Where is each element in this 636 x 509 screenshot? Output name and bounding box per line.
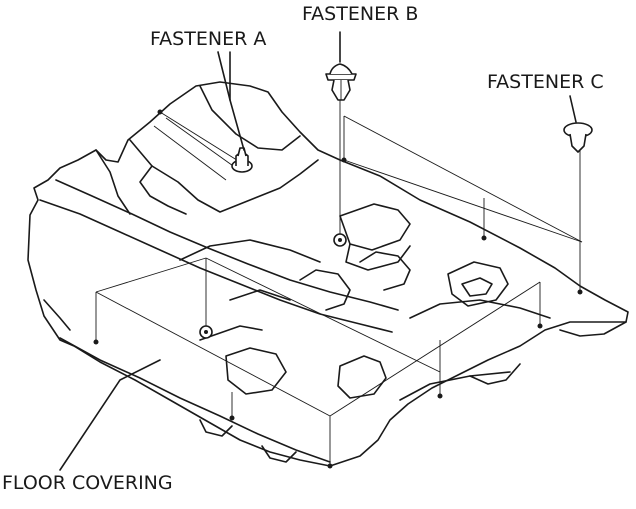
fastener-a-label: FASTENER A <box>150 28 267 50</box>
callout-leaders <box>59 31 577 471</box>
fastener-c-label: FASTENER C <box>487 71 604 93</box>
fastener-b-clip <box>325 63 357 101</box>
floor-covering-body <box>27 81 629 467</box>
fastener-c-clip <box>563 122 593 153</box>
fastener-b-label: FASTENER B <box>302 3 419 25</box>
fastener-a-clip <box>231 147 253 173</box>
floor-covering-label: FLOOR COVERING <box>2 472 173 494</box>
mounting-holes <box>93 109 583 469</box>
leader-lines <box>95 92 583 466</box>
